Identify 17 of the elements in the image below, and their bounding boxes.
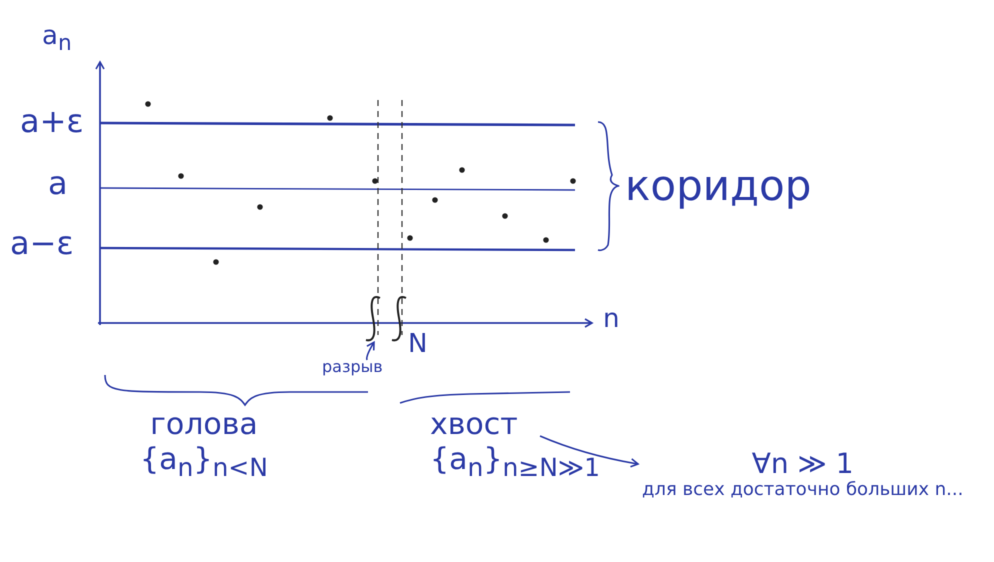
note-text: для всех достаточно больших n... <box>642 480 964 501</box>
caption-label: голова <box>149 408 259 442</box>
tick-label: a−ε <box>10 226 74 262</box>
formula: ∀n ≫ 1 <box>750 448 855 480</box>
tick-label: a <box>48 166 68 202</box>
formula: {a$_{n}$}$_{n≥N≫1}$ <box>430 442 600 482</box>
arrow <box>540 435 639 468</box>
tick-label: a+ε <box>20 104 84 140</box>
formula: {a$_{n}$}$_{n<N}$ <box>140 442 268 482</box>
axis-label: N <box>408 330 428 359</box>
axis-label: a$_{n}$ <box>42 22 72 56</box>
break-mark-drawing <box>366 296 406 342</box>
caption-label: разрыв <box>322 358 383 376</box>
brace-label: коридор <box>625 163 812 210</box>
caption-label: хвост <box>430 408 519 442</box>
axis-label: n <box>603 305 620 334</box>
arrow <box>366 342 375 360</box>
